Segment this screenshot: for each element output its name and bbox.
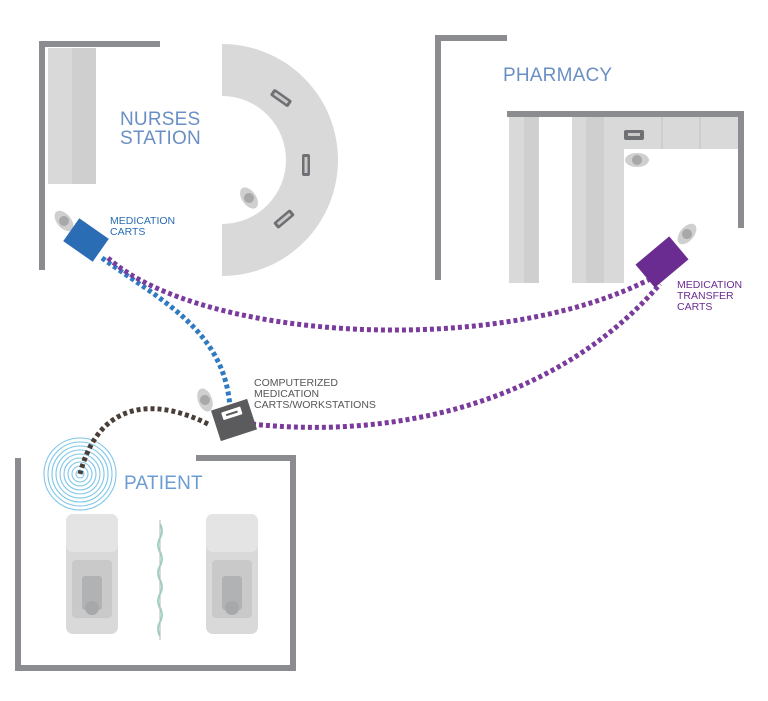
medication-carts-label: MEDICATION CARTS [110,216,175,238]
patient-label: PATIENT [124,473,203,494]
link-carts-to-workstation [100,255,233,409]
bed-icon [66,514,118,634]
workstations-line-1: COMPUTERIZED [254,377,338,389]
workstations-label: COMPUTERIZED MEDICATION CARTS/WORKSTATIO… [254,378,376,411]
person-icon [240,187,258,209]
nurses-counter-shade [72,48,96,184]
person-icon [625,153,649,167]
medication-carts-line-1: MEDICATION [110,215,176,227]
transfer-carts-line-2: TRANSFER [677,290,734,302]
nurses-station-room [39,41,338,276]
person-icon [677,223,697,245]
desk-monitor-icon [302,154,310,176]
bed-icon [206,514,258,634]
workstations-line-2: MEDICATION [254,388,320,400]
desk-monitor-icon [270,89,292,107]
nurses-station-wall [39,41,160,270]
patient-wall [15,455,296,671]
pharmacy-inner-wall [507,111,744,228]
pharmacy-shelf-shade [586,117,604,283]
link-carts-to-transfer-carts [106,256,658,333]
pharmacy-outer-wall [435,35,507,280]
pharmacy-label: PHARMACY [503,65,613,86]
nurses-station-line-1: NURSES [120,109,201,130]
nurses-desk [222,44,338,276]
medication-cart-node [63,218,109,262]
person-icon [197,388,213,412]
link-workstation-to-transfer-carts [251,282,662,430]
link-workstation-to-patient [77,406,210,475]
patient-room [15,455,296,671]
desk-monitor-icon [273,209,295,229]
transfer-carts-line-1: MEDICATION [677,279,743,291]
workstation-node [210,398,258,442]
nurses-station-label: NURSES STATION [120,110,201,148]
person-icon [54,210,74,232]
pharmacy-monitor-icon [624,130,644,140]
medication-carts-line-2: CARTS [110,226,146,238]
transfer-cart-node [635,236,689,288]
nurses-station-line-2: STATION [120,128,201,149]
workstations-line-3: CARTS/WORKSTATIONS [254,399,376,411]
transfer-carts-label: MEDICATION TRANSFER CARTS [677,280,742,313]
signal-waves-icon [43,437,117,511]
transfer-carts-line-3: CARTS [677,301,713,313]
pharmacy-shelf-shade [524,117,539,283]
pharmacy-room [435,35,744,283]
